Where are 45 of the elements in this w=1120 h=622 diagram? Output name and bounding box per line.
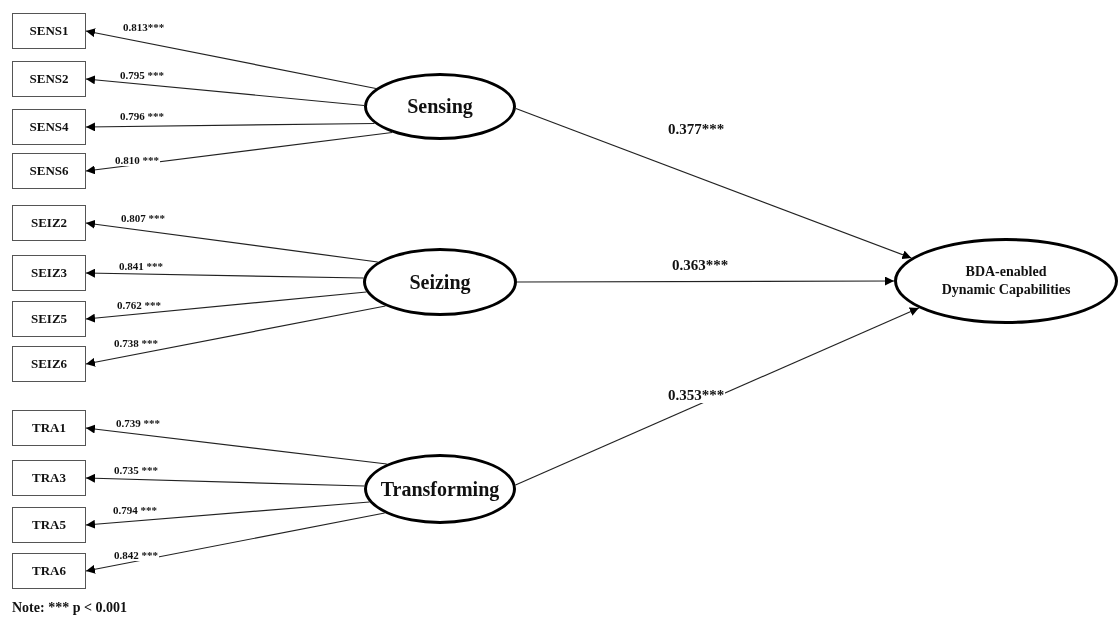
arrow [85,75,365,107]
arrow [85,122,376,132]
construct-ellipse: Transforming [364,454,516,524]
edge-label: 0.762 *** [116,300,162,311]
arrow [85,131,393,175]
edge-label: 0.353*** [667,388,726,403]
arrow [85,28,377,90]
construct-ellipse: Seizing [363,248,517,316]
indicator-box: SEIZ2 [12,205,86,241]
arrow [85,424,388,465]
arrow [515,107,912,260]
indicator-box: TRA1 [12,410,86,446]
arrow [85,305,387,367]
indicator-box: TRA5 [12,507,86,543]
note-text: Note: *** p < 0.001 [12,600,127,616]
indicator-box: SENS1 [12,13,86,49]
edge-label: 0.377*** [667,122,726,137]
edge-label: 0.842 *** [113,550,159,561]
edge-label: 0.735 *** [113,465,159,476]
edge-label: 0.738 *** [113,338,159,349]
indicator-box: SEIZ6 [12,346,86,382]
arrow [516,276,895,286]
construct-ellipse: Sensing [364,73,516,140]
arrow [85,268,365,279]
edge-label: 0.796 *** [119,111,165,122]
indicator-box: SEIZ3 [12,255,86,291]
arrow [85,219,379,263]
edge-label: 0.795 *** [119,70,165,81]
edge-label: 0.810 *** [114,155,160,166]
arrow [85,473,365,487]
indicator-box: SENS6 [12,153,86,189]
arrow [514,307,920,486]
edge-label: 0.841 *** [118,261,164,272]
indicator-box: TRA6 [12,553,86,589]
indicator-box: SENS4 [12,109,86,145]
indicator-box: SEIZ5 [12,301,86,337]
indicator-box: SENS2 [12,61,86,97]
edge-label: 0.794 *** [112,505,158,516]
edge-label: 0.807 *** [120,213,166,224]
edge-label: 0.813*** [122,22,166,33]
arrow [85,512,386,574]
edge-label: 0.739 *** [115,418,161,429]
construct-ellipse: BDA-enabled Dynamic Capabilities [894,238,1118,324]
indicator-box: TRA3 [12,460,86,496]
edge-label: 0.363*** [671,258,730,273]
